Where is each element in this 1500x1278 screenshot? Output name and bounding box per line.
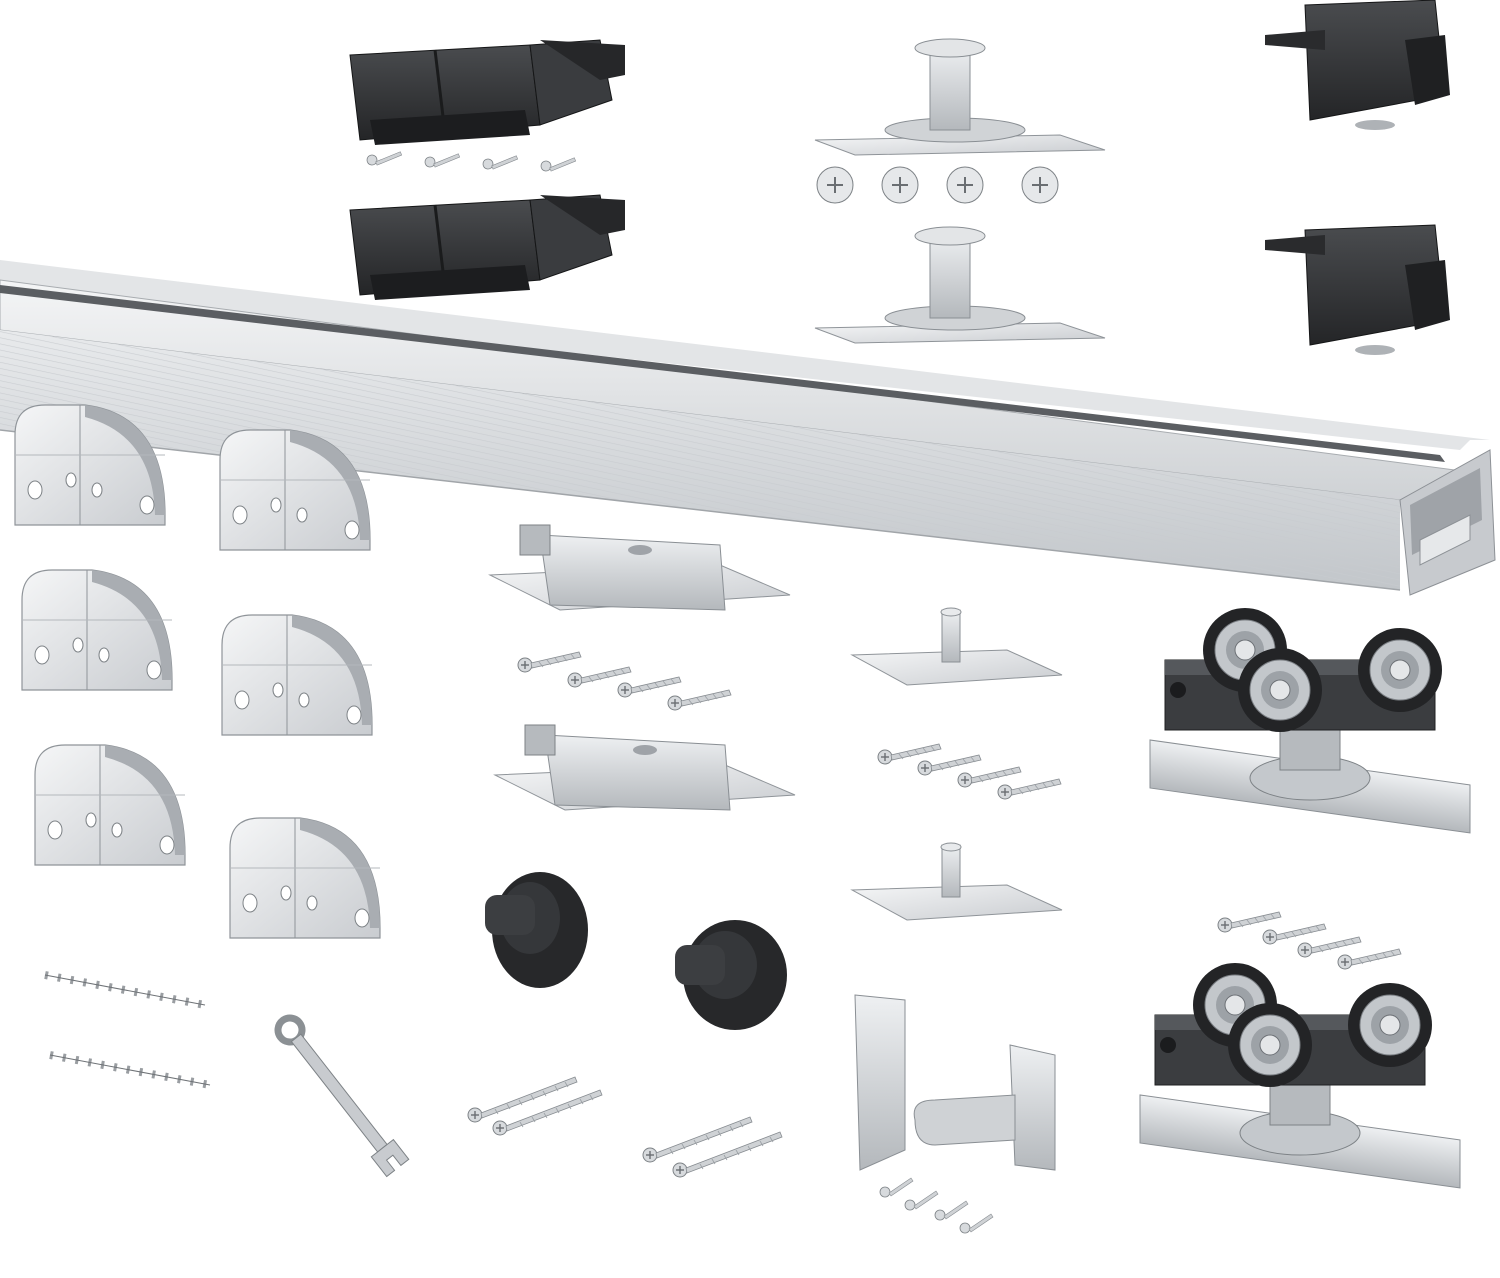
door-stop-catches bbox=[488, 524, 796, 811]
track-rail bbox=[0, 260, 1496, 596]
wall-bracket bbox=[854, 994, 1056, 1234]
guide-screws bbox=[816, 166, 1059, 204]
wrench bbox=[274, 1014, 410, 1178]
side-cover-plates bbox=[14, 404, 381, 939]
stopper-screws bbox=[365, 144, 577, 178]
catch-screws bbox=[517, 651, 732, 711]
hanger-screws bbox=[1217, 911, 1402, 970]
top-stopper-pair bbox=[349, 39, 625, 300]
knob-screws bbox=[467, 1076, 783, 1178]
bracket-screws bbox=[879, 1177, 994, 1234]
pin-screws bbox=[877, 743, 1062, 800]
floor-guide-pins bbox=[850, 607, 1063, 921]
end-cap-pair bbox=[1265, 0, 1450, 355]
small-screw-rows bbox=[44, 971, 211, 1089]
floor-guide-top-pair bbox=[814, 38, 1106, 344]
knobs bbox=[467, 872, 787, 1178]
roller-hangers bbox=[1140, 608, 1470, 1188]
